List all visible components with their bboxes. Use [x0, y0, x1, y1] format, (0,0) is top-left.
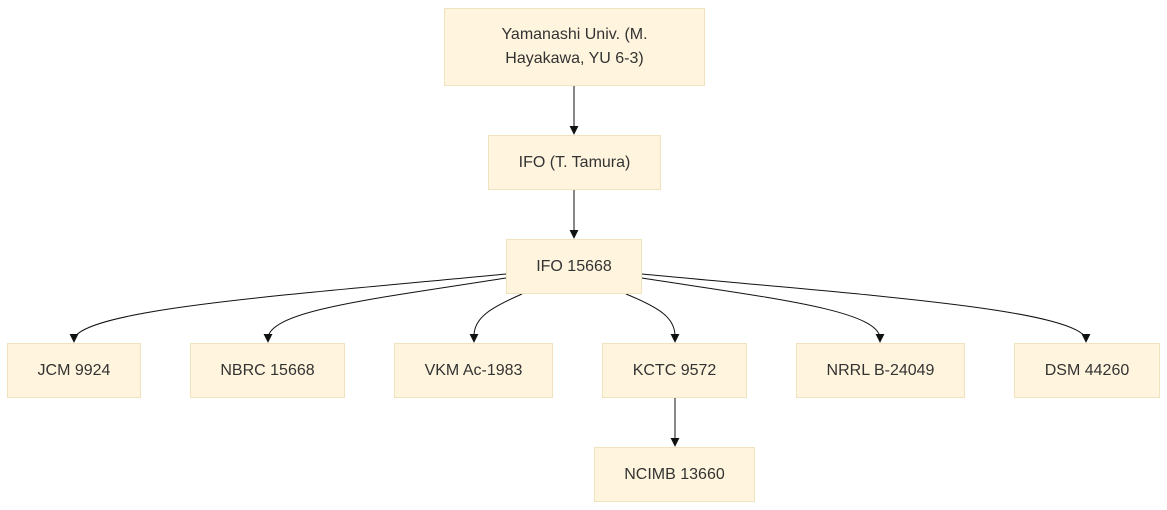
node-label: IFO (T. Tamura)	[518, 153, 631, 171]
edge-ifo-15668-dsm	[641, 273, 1091, 343]
node-dsm-44260: DSM 44260	[1014, 343, 1160, 398]
edge-ifo-15668-kctc	[625, 293, 680, 343]
node-label: JCM 9924	[37, 361, 111, 379]
node-label: KCTC 9572	[632, 361, 717, 379]
node-label: NBRC 15668	[220, 361, 315, 379]
node-yamanashi-univ: Yamanashi Univ. (M. Hayakawa, YU 6-3)	[444, 8, 705, 86]
edge-ifo-15668-nrrl	[641, 277, 885, 343]
node-label: NCIMB 13660	[624, 465, 725, 483]
node-jcm-9924: JCM 9924	[7, 343, 141, 398]
node-ifo-tamura: IFO (T. Tamura)	[488, 135, 661, 190]
node-vkm-ac-1983: VKM Ac-1983	[394, 343, 553, 398]
node-label: DSM 44260	[1044, 361, 1130, 379]
node-nrrl-b-24049: NRRL B-24049	[796, 343, 965, 398]
node-ifo-15668: IFO 15668	[506, 239, 642, 294]
edge-ifo-15668-vkm	[469, 293, 523, 343]
edge-ifo-15668-jcm	[69, 273, 507, 343]
node-label: Yamanashi Univ. (M. Hayakawa, YU 6-3)	[501, 26, 648, 67]
node-label: IFO 15668	[536, 257, 612, 275]
edge-ifo-15668-nbrc	[263, 277, 507, 343]
node-kctc-9572: KCTC 9572	[602, 343, 747, 398]
node-nbrc-15668: NBRC 15668	[190, 343, 345, 398]
node-label: NRRL B-24049	[826, 361, 935, 379]
node-ncimb-13660: NCIMB 13660	[594, 447, 755, 502]
node-label: VKM Ac-1983	[424, 361, 523, 379]
